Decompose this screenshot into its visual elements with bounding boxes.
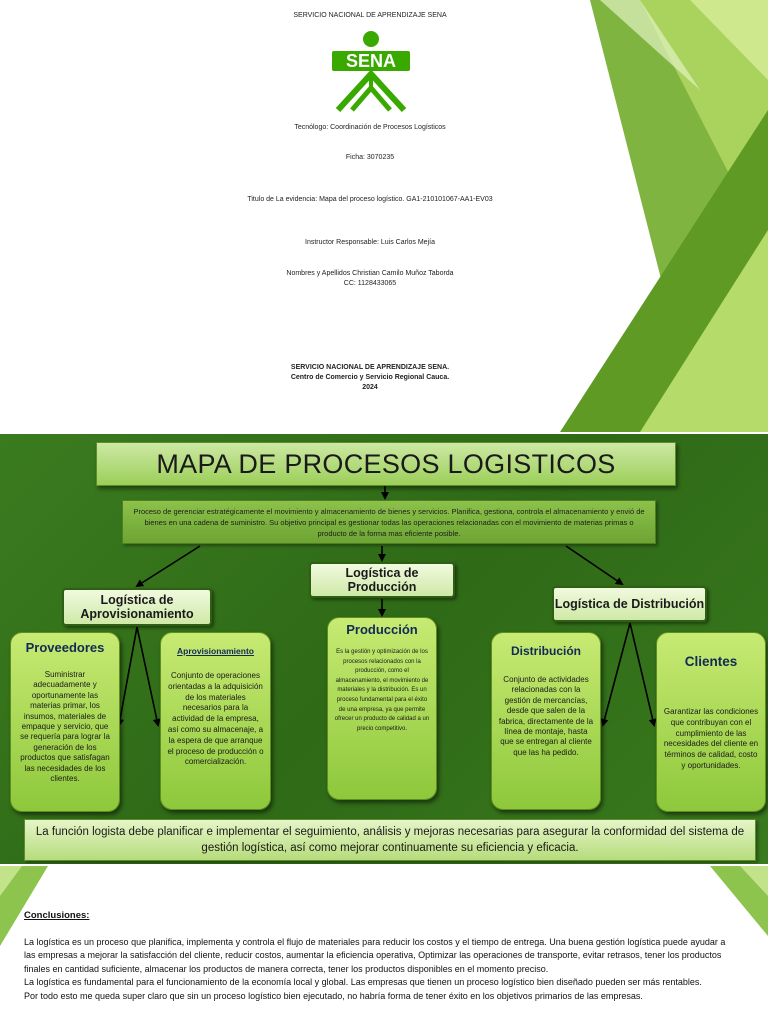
cover-footer-line1: SERVICIO NACIONAL DE APRENDIZAJE SENA. [290, 364, 450, 371]
node-text: Suministrar adecuadamente y oportunament… [20, 670, 110, 784]
node-title: Proveedores [25, 640, 105, 655]
conclusion-paragraph: La logística es fundamental para el func… [24, 977, 702, 988]
category-distribucion: Logística de Distribución [552, 586, 707, 622]
node-text: Garantizar las condiciones que contribuy… [663, 707, 759, 770]
node-clientes: Clientes Garantizar las condiciones que … [656, 632, 766, 812]
connector-arrows [116, 484, 657, 727]
node-title: Clientes [684, 654, 738, 669]
node-proveedores: Proveedores Suministrar adecuadamente y … [10, 632, 120, 812]
arrow-dist-to-distribucion [600, 622, 631, 727]
conclusions-page: Conclusiones: La logística es un proceso… [0, 866, 768, 1024]
definition-box: Proceso de gerenciar estratégicamente el… [122, 500, 656, 544]
cover-student-id: CC: 1128433065 [343, 280, 397, 287]
cover-ficha: Ficha: 3070235 [345, 154, 395, 161]
cover-decoration [560, 0, 768, 432]
definition-text: Proceso de gerenciar estratégicamente el… [133, 506, 645, 538]
cover-footer-year: 2024 [362, 384, 378, 391]
cover-instructor: Instructor Responsable: Luis Carlos Mejí… [305, 239, 435, 246]
conclusion-paragraph: Por todo esto me queda super claro que s… [24, 990, 643, 1001]
cover-header: SERVICIO NACIONAL DE APRENDIZAJE SENA [293, 12, 447, 19]
arrow-aprov-to-proveedores [116, 626, 138, 727]
node-aprovisionamiento: Aprovisionamiento Conjunto de operacione… [160, 632, 271, 810]
cover-evidence-title: Titulo de La evidencia: Mapa del proceso… [247, 196, 493, 203]
cover-student-name: Nombres y Apellidos Christian Camilo Muñ… [286, 270, 454, 277]
arrow-definition-to-dist [565, 545, 624, 586]
node-title: Distribución [510, 644, 581, 658]
node-text: Conjunto de actividades relacionadas con… [498, 675, 594, 757]
map-title: MAPA DE PROCESOS LOGISTICOS [156, 448, 616, 479]
node-text: Es la gestión y optimización de los proc… [334, 649, 430, 732]
cover-tecnologo: Tecnólogo: Coordinación de Procesos Logí… [294, 124, 446, 131]
conclusion-paragraph: La logística es un proceso que planifica… [24, 937, 726, 974]
node-title: Producción [346, 622, 418, 637]
node-text: Conjunto de operaciones orientadas a la … [167, 671, 264, 767]
cover-page: SERVICIO NACIONAL DE APRENDIZAJE SENA SE… [0, 0, 768, 432]
sena-logo: SENA [332, 31, 410, 112]
svg-text:SENA: SENA [346, 51, 396, 71]
arrow-aprov-to-aprovisionamiento [136, 626, 161, 727]
category-produccion: Logística de Producción [309, 562, 455, 598]
map-title-box: MAPA DE PROCESOS LOGISTICOS [96, 442, 676, 486]
category-aprovisionamiento: Logística de Aprovisionamiento [62, 588, 212, 626]
node-title: Aprovisionamiento [177, 646, 254, 656]
conclusions-heading: Conclusiones: [24, 910, 90, 921]
node-distribucion: Distribución Conjunto de actividades rel… [491, 632, 601, 810]
map-page: MAPA DE PROCESOS LOGISTICOS Proceso de g… [0, 434, 768, 864]
cover-footer-line2: Centro de Comercio y Servicio Regional C… [290, 374, 450, 381]
conclusions-decoration [0, 866, 768, 946]
arrow-dist-to-clientes [629, 622, 657, 727]
node-produccion: Producción Es la gestión y optimización … [327, 617, 437, 800]
conclusion-banner: La función logista debe planificar e imp… [24, 819, 756, 861]
arrow-definition-to-aprov [135, 545, 201, 588]
conclusions-body: La logística es un proceso que planifica… [24, 936, 732, 1003]
